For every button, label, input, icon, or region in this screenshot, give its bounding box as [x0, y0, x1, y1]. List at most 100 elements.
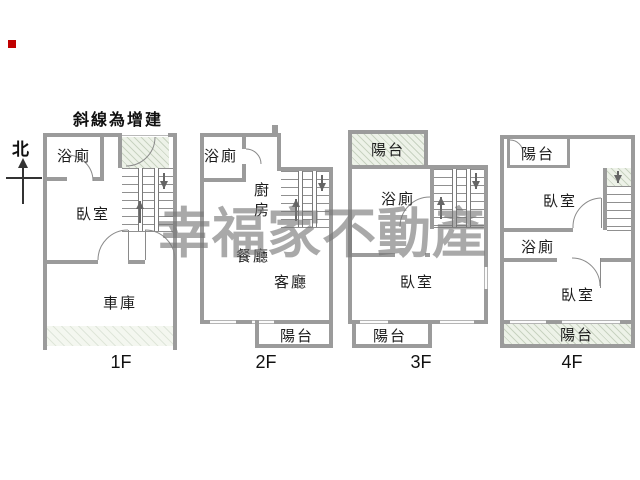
addition-entry-hatch — [122, 137, 169, 168]
wall — [507, 137, 510, 168]
stair-rail — [452, 169, 457, 227]
wall — [348, 130, 352, 320]
wall — [200, 133, 281, 137]
wall — [348, 253, 395, 257]
door-leaf — [145, 230, 146, 260]
room-label-bath: 浴廁 — [56, 148, 91, 165]
wall — [631, 135, 635, 348]
wall — [500, 344, 635, 348]
floor-plan-3f: 陽台 浴廁 臥室 陽台 — [348, 130, 488, 348]
stair-down-arrow-icon — [472, 173, 480, 189]
wall — [567, 137, 570, 168]
wall — [242, 133, 246, 149]
floor-label-3f: 3F — [410, 352, 432, 372]
room-label-balcony-bottom: 陽台 — [372, 328, 407, 345]
wall — [500, 135, 504, 348]
door-arcs — [245, 148, 262, 165]
stair-down-arrow-icon — [318, 175, 326, 191]
room-label-bedroom: 臥室 — [75, 206, 110, 223]
room-label-balcony: 陽台 — [279, 328, 314, 345]
entry-opening-line — [122, 135, 168, 136]
wall — [329, 320, 333, 348]
door-arcs — [399, 196, 431, 228]
wall — [118, 133, 122, 168]
wall — [43, 133, 47, 350]
room-label-balcony-bottom: 陽台 — [559, 327, 594, 344]
north-arrow-icon — [18, 158, 28, 204]
garage-door-hatch — [47, 326, 173, 346]
staircase — [607, 186, 631, 231]
wall — [173, 133, 177, 350]
door-arcs — [509, 139, 602, 287]
agency-watermark: 幸福家不動產 — [157, 204, 487, 264]
north-crossbar — [6, 177, 42, 179]
floor-plan-4f: 陽台 臥室 浴廁 臥室 陽台 — [500, 135, 635, 348]
wall — [255, 320, 259, 348]
stair-up-arrow-icon — [136, 201, 144, 223]
stair-down-arrow-icon — [614, 171, 622, 183]
room-label-kitchen: 廚房 — [252, 182, 269, 222]
wall — [348, 165, 488, 169]
wall — [175, 260, 177, 264]
wall — [168, 133, 177, 137]
room-label-bedroom: 臥室 — [399, 274, 434, 291]
window — [484, 267, 488, 289]
room-label-balcony-top: 陽台 — [370, 142, 405, 159]
floor-plan-1f: 浴廁 臥室 車庫 — [43, 133, 177, 350]
red-square-marker — [8, 40, 16, 48]
window — [252, 320, 274, 324]
room-label-bedroom-bottom: 臥室 — [560, 287, 595, 304]
wall — [352, 320, 356, 348]
door-leaf — [601, 198, 602, 228]
wall — [43, 133, 118, 137]
hatch-legend-note: 斜線為增建 — [73, 112, 164, 129]
wall — [603, 168, 607, 230]
stair-rail — [312, 171, 317, 227]
wall — [484, 165, 488, 320]
wall — [43, 177, 67, 181]
window — [562, 320, 620, 324]
wall — [352, 344, 432, 348]
wall — [425, 253, 430, 257]
room-label-garage: 車庫 — [102, 295, 137, 312]
wall — [430, 167, 434, 229]
wall — [242, 164, 246, 182]
stair-rail — [138, 168, 143, 231]
door-arcs — [66, 136, 176, 261]
window — [360, 320, 388, 324]
window — [510, 320, 546, 324]
addition-balcony-hatch — [352, 134, 424, 165]
wall — [200, 178, 246, 182]
wall — [100, 133, 104, 181]
room-label-living: 客廳 — [273, 274, 308, 291]
wall — [277, 167, 333, 171]
wall — [277, 133, 281, 171]
wall — [348, 130, 428, 134]
addition-balcony-hatch — [504, 324, 631, 344]
floor-label-4f: 4F — [561, 352, 583, 372]
room-label-bath: 浴廁 — [203, 148, 238, 165]
floor-plan-2f: 浴廁 廚房 餐廳 客廳 陽台 — [200, 125, 333, 348]
window — [210, 320, 236, 324]
wall — [428, 320, 432, 348]
floor-label-1f: 1F — [110, 352, 132, 372]
room-label-dining: 餐廳 — [235, 248, 270, 265]
room-label-bath: 浴廁 — [380, 191, 415, 208]
door-leaf — [600, 258, 601, 288]
room-label-balcony-top: 陽台 — [520, 146, 555, 163]
door-leaf — [128, 230, 129, 260]
north-label: 北 — [12, 140, 29, 159]
wall — [272, 125, 278, 133]
wall — [128, 260, 145, 264]
wall — [93, 177, 104, 181]
wall — [507, 165, 570, 168]
stair-up-arrow-icon — [437, 197, 445, 219]
room-label-bath: 浴廁 — [520, 239, 555, 256]
floor-label-2f: 2F — [255, 352, 277, 372]
wall — [200, 133, 204, 320]
wall — [500, 258, 557, 262]
window — [440, 320, 474, 324]
wall — [500, 228, 573, 232]
room-label-bedroom-top: 臥室 — [542, 193, 577, 210]
